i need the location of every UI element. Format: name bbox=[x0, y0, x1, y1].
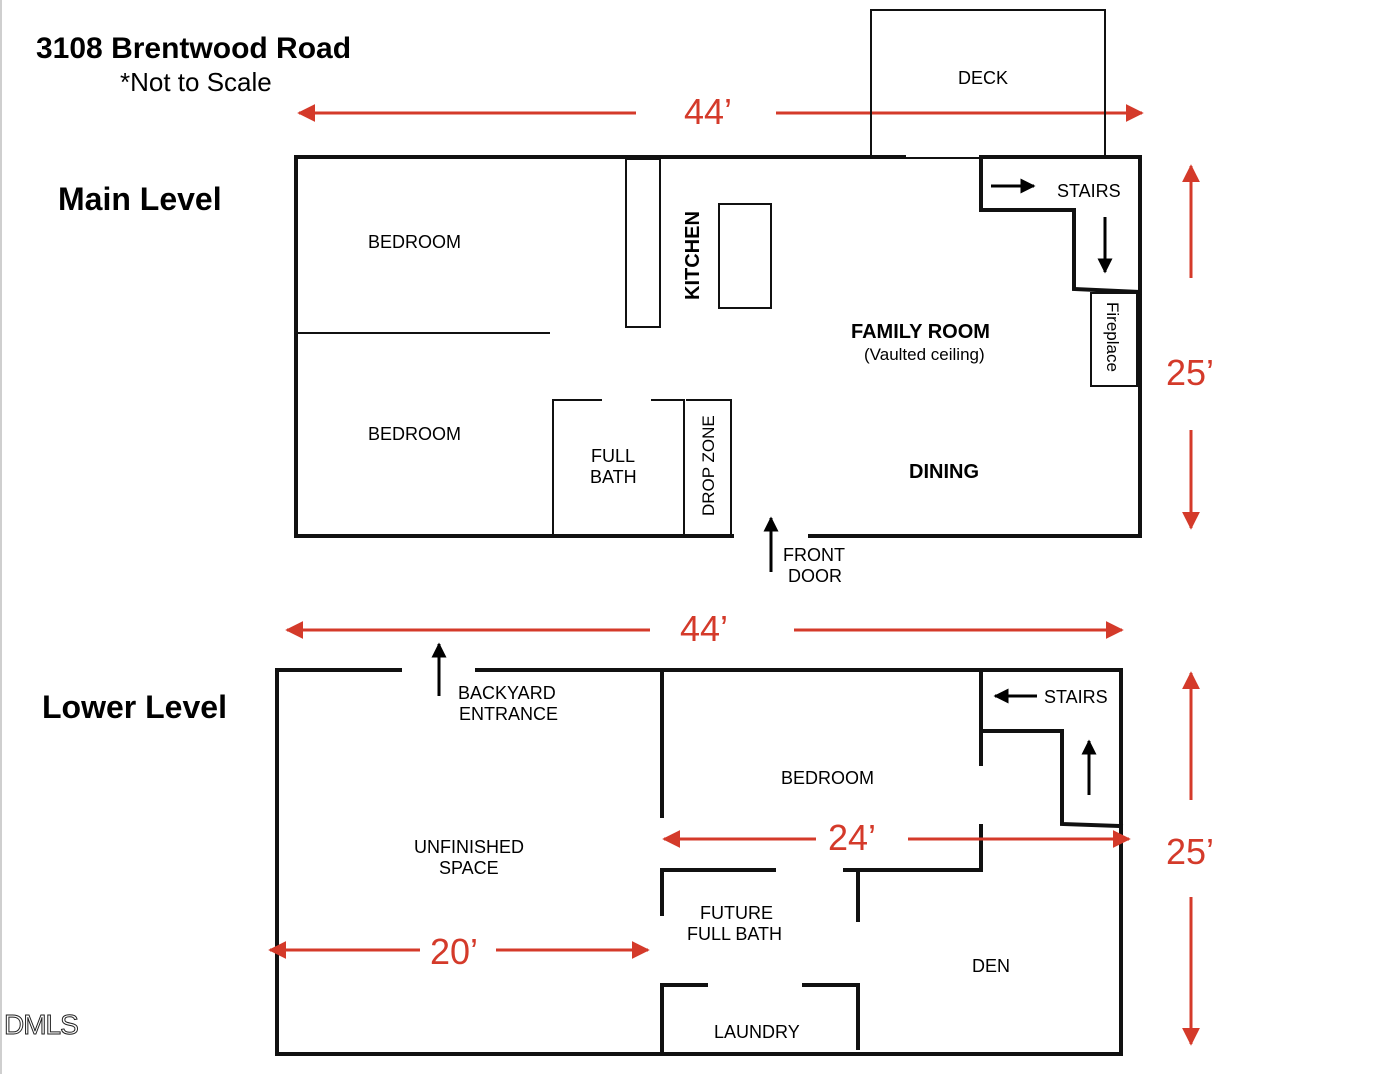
family-room-label: FAMILY ROOM bbox=[851, 321, 990, 343]
address-title: 3108 Brentwood Road bbox=[36, 32, 351, 65]
lower-width-dimension: 44’ bbox=[285, 608, 1124, 649]
drop-zone-label: DROP ZONE bbox=[699, 415, 718, 516]
bedroom-width-dimension: 24’ bbox=[662, 817, 1131, 858]
lower-depth-dimension: 25’ bbox=[1166, 671, 1214, 1046]
lower-depth-label: 25’ bbox=[1166, 831, 1214, 872]
laundry-label: LAUNDRY bbox=[714, 1022, 800, 1042]
stairs-main-label: STAIRS bbox=[1057, 181, 1121, 201]
den-label: DEN bbox=[972, 956, 1010, 976]
stairs-lower-label: STAIRS bbox=[1044, 687, 1108, 707]
full-bath-label-line1: FULL bbox=[591, 446, 635, 466]
main-depth-dimension: 25’ bbox=[1166, 164, 1214, 530]
main-level-walls bbox=[294, 155, 1142, 538]
lower-bedroom-label: BEDROOM bbox=[781, 768, 874, 788]
dining-label: DINING bbox=[909, 461, 979, 483]
bedroom-bottom-label: BEDROOM bbox=[368, 424, 461, 444]
unfinished-width-dimension: 20’ bbox=[268, 931, 650, 972]
main-depth-label: 25’ bbox=[1166, 352, 1214, 393]
deck-label: DECK bbox=[958, 68, 1008, 88]
bedroom-width-label: 24’ bbox=[828, 817, 876, 858]
family-room-note: (Vaulted ceiling) bbox=[864, 345, 985, 364]
unfinished-label-line2: SPACE bbox=[439, 858, 499, 878]
unfinished-width-label: 20’ bbox=[430, 931, 478, 972]
future-bath-label-line1: FUTURE bbox=[700, 903, 773, 923]
main-width-dimension: 44’ bbox=[297, 91, 1144, 132]
main-level-title: Main Level bbox=[58, 181, 222, 217]
kitchen-label: KITCHEN bbox=[682, 211, 704, 300]
scale-note: *Not to Scale bbox=[120, 67, 272, 97]
unfinished-label-line1: UNFINISHED bbox=[414, 837, 524, 857]
full-bath-label-line2: BATH bbox=[590, 467, 637, 487]
front-door-label-line1: FRONT bbox=[783, 545, 845, 565]
future-bath-label-line2: FULL BATH bbox=[687, 924, 782, 944]
main-width-label: 44’ bbox=[684, 91, 732, 132]
front-door-label-line2: DOOR bbox=[788, 566, 842, 586]
lower-level-walls bbox=[275, 668, 1124, 1056]
lower-width-label: 44’ bbox=[680, 608, 728, 649]
lower-level-title: Lower Level bbox=[42, 689, 227, 725]
mls-watermark: DMLS bbox=[4, 1009, 78, 1040]
bedroom-top-label: BEDROOM bbox=[368, 232, 461, 252]
fireplace-label: Fireplace bbox=[1103, 302, 1122, 372]
backyard-label-line2: ENTRANCE bbox=[459, 704, 558, 724]
backyard-label-line1: BACKYARD bbox=[458, 683, 556, 703]
